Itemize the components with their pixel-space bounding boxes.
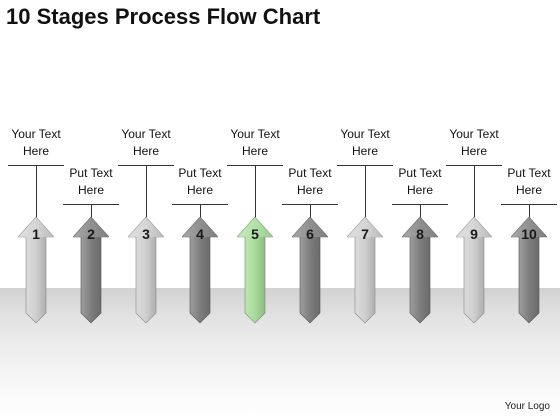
- stage-number: 1: [32, 226, 40, 242]
- stage-label-line2: Here: [296, 183, 323, 197]
- stage-label-line2: Here: [186, 183, 213, 197]
- arrow-shape: [347, 217, 383, 324]
- stage-number: 6: [306, 226, 314, 242]
- stage-number: 2: [87, 226, 95, 242]
- arrow-shape: [456, 217, 492, 324]
- stage-label-line2: Here: [132, 144, 159, 158]
- stage-label-line1: Your Text: [230, 127, 280, 141]
- stage-connector-7: [365, 165, 366, 238]
- stage-label-line1: Put Text: [288, 166, 332, 180]
- stage-number: 4: [196, 226, 204, 242]
- arrow-shape: [511, 217, 547, 324]
- page-title: 10 Stages Process Flow Chart: [6, 4, 321, 29]
- arrow-shape: [128, 217, 164, 324]
- stage-number: 8: [416, 226, 424, 242]
- stage-number: 10: [521, 226, 537, 242]
- stage-label-line1: Put Text: [178, 166, 222, 180]
- arrow-shape: [402, 217, 438, 324]
- stage-arrow-10: 10: [511, 217, 547, 325]
- stage-label-line2: Here: [22, 144, 49, 158]
- stage-connector-1: [36, 165, 37, 238]
- arrow-shape: [182, 217, 218, 324]
- stage-arrow-7: 7: [347, 217, 383, 325]
- stage-number: 9: [470, 226, 478, 242]
- stage-label-line2: Here: [460, 144, 487, 158]
- stage-label-line1: Your Text: [340, 127, 390, 141]
- logo-placeholder: Your Logo: [504, 401, 550, 412]
- stage-arrow-5: 5: [237, 217, 273, 325]
- stage-arrow-8: 8: [402, 217, 438, 325]
- stage-connector-3: [146, 165, 147, 238]
- stage-label-line2: Here: [515, 183, 542, 197]
- stage-arrow-9: 9: [456, 217, 492, 325]
- stage-arrow-6: 6: [292, 217, 328, 325]
- stage-label-line2: Here: [351, 144, 378, 158]
- arrow-shape: [18, 217, 54, 324]
- stage-label-line2: Here: [241, 144, 268, 158]
- stage-label-line1: Put Text: [507, 166, 551, 180]
- arrow-shape: [292, 217, 328, 324]
- stage-arrow-4: 4: [182, 217, 218, 325]
- stage-label-line2: Here: [406, 183, 433, 197]
- stage-label-line2: Here: [77, 183, 104, 197]
- stage-number: 3: [142, 226, 150, 242]
- stage-number: 5: [251, 226, 259, 242]
- stage-arrow-2: 2: [73, 217, 109, 325]
- stage-arrow-3: 3: [128, 217, 164, 325]
- arrow-shape: [237, 217, 273, 324]
- stage-label-line1: Your Text: [11, 127, 61, 141]
- arrow-shape: [73, 217, 109, 324]
- stage-connector-5: [255, 165, 256, 238]
- stage-number: 7: [361, 226, 369, 242]
- stage-label-line1: Your Text: [449, 127, 499, 141]
- stage-label-line1: Put Text: [398, 166, 442, 180]
- stage-label-line1: Put Text: [69, 166, 113, 180]
- stage-arrow-1: 1: [18, 217, 54, 325]
- stage-label-line1: Your Text: [121, 127, 171, 141]
- stage-connector-9: [474, 165, 475, 238]
